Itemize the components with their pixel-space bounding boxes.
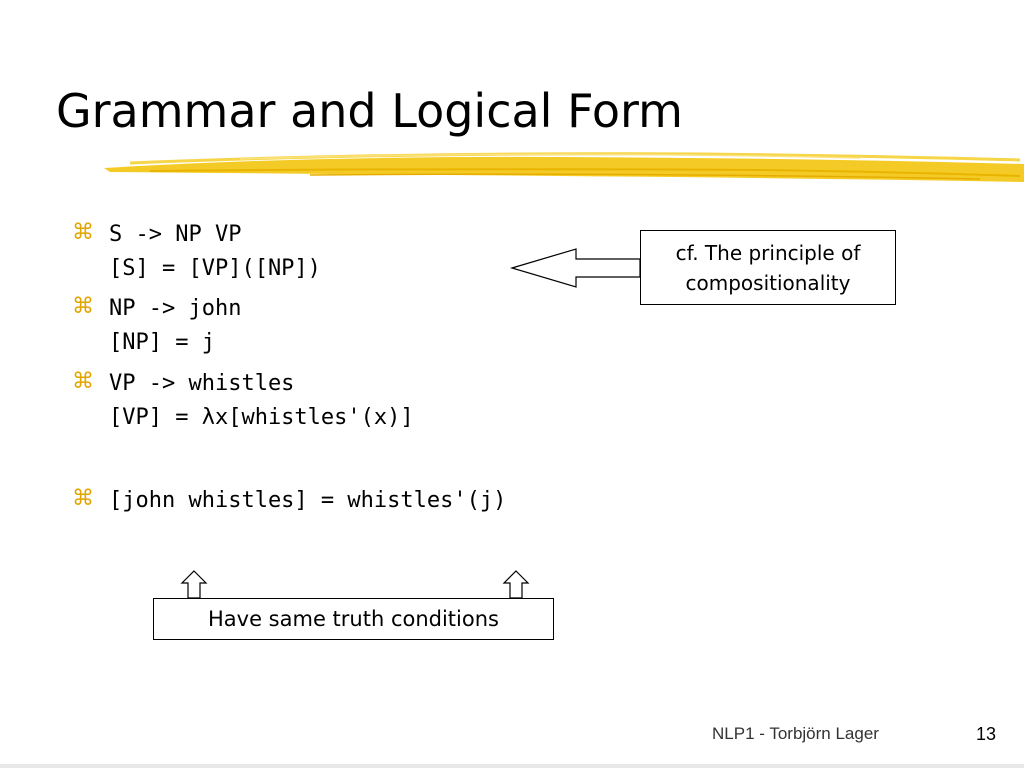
place-of-interest-sign-icon: ⌘ — [72, 220, 94, 245]
grammar-rule: VP -> whistles — [109, 371, 295, 396]
bullet-text: NP -> john [NP] = j — [109, 292, 241, 360]
truth-conditions-box: Have same truth conditions — [153, 598, 554, 640]
semantic-rule: [NP] = j — [109, 330, 215, 355]
callout-line: compositionality — [685, 271, 851, 295]
callout-line: cf. The principle of — [675, 241, 861, 265]
bullet-text: [john whistles] = whistles'(j) — [109, 484, 506, 518]
slide-title: Grammar and Logical Form — [56, 84, 683, 138]
place-of-interest-sign-icon: ⌘ — [72, 369, 94, 394]
bullet-text: VP -> whistles [VP] = λx[whistles'(x)] — [109, 367, 414, 435]
bottom-divider — [0, 764, 1024, 768]
place-of-interest-sign-icon: ⌘ — [72, 294, 94, 319]
semantic-rule: [VP] = λx[whistles'(x)] — [109, 405, 414, 430]
grammar-rule: NP -> john — [109, 296, 242, 321]
place-of-interest-sign-icon: ⌘ — [72, 486, 94, 511]
grammar-rule: S -> NP VP — [109, 222, 242, 247]
bullet-text: S -> NP VP [S] = [VP]([NP]) — [109, 218, 321, 286]
page-number: 13 — [976, 724, 997, 744]
compositionality-callout: cf. The principle of compositionality — [640, 230, 896, 305]
semantic-rule: [S] = [VP]([NP]) — [109, 256, 321, 281]
equation: [john whistles] = whistles'(j) — [109, 488, 507, 513]
footer-author: NLP1 - Torbjörn Lager — [712, 724, 879, 743]
